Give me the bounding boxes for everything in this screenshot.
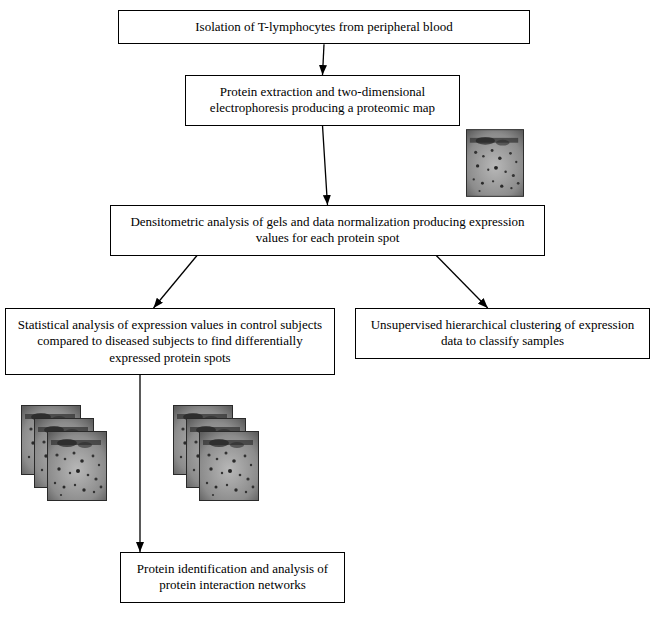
flow-arrow: [323, 44, 325, 75]
gel-image: [48, 432, 107, 501]
process-box: Protein identification and analysis of p…: [120, 552, 345, 603]
control-gel-stack: [22, 406, 107, 501]
gel-image: [200, 432, 259, 501]
disease-gel-stack: [174, 406, 259, 501]
box-text: Protein extraction and two-dimensional e…: [196, 84, 449, 117]
process-box: Protein extraction and two-dimensional e…: [185, 75, 460, 126]
flow-arrow: [436, 256, 488, 309]
box-text: Densitometric analysis of gels and data …: [121, 214, 534, 247]
proteomic-map-image: [466, 130, 523, 197]
flow-arrow: [139, 375, 140, 552]
process-box: Unsupervised hierarchical clustering of …: [355, 308, 650, 359]
process-box: Densitometric analysis of gels and data …: [110, 205, 545, 256]
box-text: Statistical analysis of expression value…: [16, 317, 324, 366]
box-text: Unsupervised hierarchical clustering of …: [366, 317, 639, 350]
process-box: Isolation of T-lymphocytes from peripher…: [118, 10, 530, 44]
gel-image: [466, 130, 523, 197]
box-text: Protein identification and analysis of p…: [131, 561, 334, 594]
flow-arrow: [323, 126, 328, 206]
box-text: Isolation of T-lymphocytes from peripher…: [129, 19, 519, 35]
flow-arrow: [154, 256, 198, 309]
process-box: Statistical analysis of expression value…: [5, 308, 335, 375]
